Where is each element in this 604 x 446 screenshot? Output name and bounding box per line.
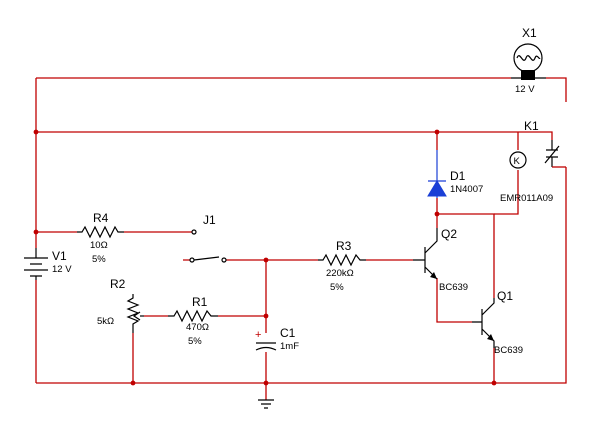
k1-coil-symbol: K — [514, 156, 521, 167]
r3-ref: R3 — [336, 239, 352, 253]
diode-d1: D1 1N4007 — [427, 150, 483, 198]
v1-ref: V1 — [52, 249, 67, 263]
transistor-q1: Q1 BC639 — [472, 289, 523, 356]
r4-ref: R4 — [93, 211, 109, 225]
resistor-r4: R4 10Ω 5% — [77, 211, 124, 265]
d1-ref: D1 — [450, 169, 466, 183]
r1-ref: R1 — [192, 295, 208, 309]
transistor-q2: Q2 BC639 — [413, 227, 468, 293]
c1-ref: C1 — [280, 326, 296, 340]
r4-tolerance: 5% — [92, 254, 106, 265]
r3-value: 220kΩ — [326, 268, 354, 279]
ground-symbol — [258, 399, 274, 409]
capacitor-c1: + C1 1mF — [255, 326, 299, 352]
r2-ref: R2 — [110, 277, 126, 291]
d1-value: 1N4007 — [450, 184, 483, 195]
q1-value: BC639 — [494, 345, 523, 356]
c1-polarity: + — [255, 329, 261, 341]
potentiometer-r2: R2 5kΩ — [97, 277, 144, 333]
q2-value: BC639 — [439, 282, 468, 293]
x1-ref: X1 — [522, 26, 537, 40]
k1-value: EMR011A09 — [500, 193, 553, 204]
q2-ref: Q2 — [441, 227, 457, 241]
x1-value: 12 V — [515, 84, 535, 95]
v1-value: 12 V — [52, 264, 72, 275]
resistor-r3: R3 220kΩ 5% — [318, 239, 366, 293]
resistor-r1: R1 470Ω 5% — [168, 295, 218, 347]
r4-value: 10Ω — [90, 240, 108, 251]
lamp-x1: X1 12 V — [511, 26, 546, 95]
junction-dots — [33, 129, 497, 386]
relay-k1: K K1 EMR011A09 — [500, 119, 566, 204]
battery-v1: V1 12 V — [24, 248, 72, 280]
wires — [35, 77, 567, 400]
c1-value: 1mF — [280, 341, 299, 352]
r3-tolerance: 5% — [330, 282, 344, 293]
j1-ref: J1 — [203, 213, 216, 227]
r1-tolerance: 5% — [188, 336, 202, 347]
k1-ref: K1 — [524, 119, 539, 133]
switch-j1: J1 — [189, 213, 227, 263]
r2-value: 5kΩ — [97, 316, 114, 327]
r1-value: 470Ω — [186, 322, 209, 333]
q1-ref: Q1 — [497, 289, 513, 303]
